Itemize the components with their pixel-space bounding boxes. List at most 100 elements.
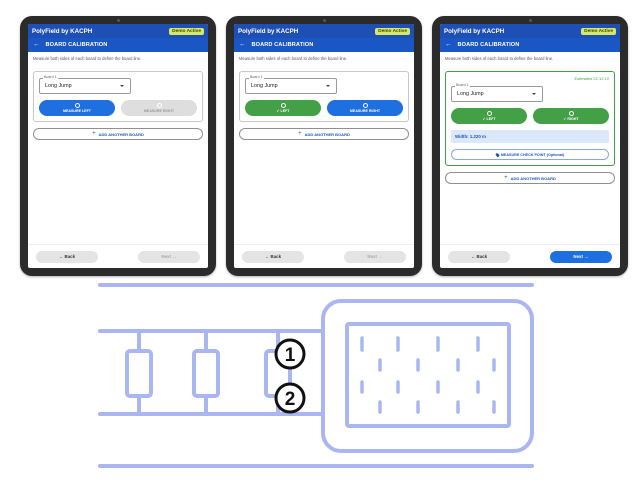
- arrow-left-icon[interactable]: ←: [445, 40, 452, 48]
- board-card: Board 1 Long Jump ✓ LEFT MEASURE RIGHT: [239, 71, 409, 122]
- next-button[interactable]: Next →: [344, 250, 406, 263]
- page-title: BOARD CALIBRATION: [251, 42, 314, 48]
- screen-step-1: PolyField by KACPH Demo Active ← BOARD C…: [28, 24, 208, 268]
- board-select-label: Board 1: [43, 75, 58, 80]
- add-board-button[interactable]: + ADD ANOTHER BOARD: [445, 172, 615, 184]
- marker-2-label: 2: [285, 389, 296, 410]
- add-board-label: ADD ANOTHER BOARD: [510, 175, 556, 181]
- chevron-down-icon: [120, 85, 124, 87]
- measure-row: ✓ LEFT ✓ RIGHT: [451, 108, 609, 124]
- demo-badge: Demo Active: [375, 27, 410, 35]
- check-icon: [280, 103, 286, 108]
- instructions: Measure both sides of each board to defi…: [33, 56, 142, 61]
- screen-step-3: PolyField by KACPH Demo Active ← BOARD C…: [440, 24, 620, 268]
- camera-dot: [322, 19, 326, 22]
- add-board-button[interactable]: + ADD ANOTHER BOARD: [33, 128, 203, 140]
- page-title: BOARD CALIBRATION: [45, 42, 108, 48]
- add-board-button[interactable]: + ADD ANOTHER BOARD: [239, 128, 409, 140]
- measure-right-label: MEASURE RIGHT: [143, 109, 175, 113]
- board-select-value: Long Jump: [457, 91, 484, 97]
- marker-1-label: 1: [285, 345, 296, 366]
- marker-2: 2: [274, 382, 306, 414]
- add-board-label: ADD ANOTHER BOARD: [304, 131, 350, 137]
- back-button[interactable]: ← Back: [242, 250, 304, 263]
- board-card: Board 1 Long Jump MEASURE LEFT MEASURE R…: [33, 71, 203, 122]
- tablet-step-2: PolyField by KACPH Demo Active ← BOARD C…: [226, 16, 422, 276]
- target-icon: [362, 103, 368, 108]
- title-bar: PolyField by KACPH Demo Active: [234, 24, 414, 38]
- takeoff-board-1: [125, 349, 153, 398]
- next-button[interactable]: Next →: [138, 250, 200, 263]
- measure-left-label: ✓ LEFT: [276, 109, 290, 113]
- app-bar: ← BOARD CALIBRATION: [28, 38, 208, 52]
- board-select-value: Long Jump: [251, 83, 278, 89]
- screen-step-2: PolyField by KACPH Demo Active ← BOARD C…: [234, 24, 414, 268]
- add-board-label: ADD ANOTHER BOARD: [98, 131, 144, 137]
- measure-right-button[interactable]: MEASURE RIGHT: [327, 100, 403, 116]
- app-title: PolyField by KACPH: [444, 27, 505, 35]
- measure-row: ✓ LEFT MEASURE RIGHT: [245, 100, 403, 116]
- content: Measure both sides of each board to defi…: [28, 52, 208, 144]
- estimated-time: Estimated 22:12:10: [574, 76, 609, 81]
- location-pin-icon: [494, 152, 500, 157]
- page-title: BOARD CALIBRATION: [457, 42, 520, 48]
- measure-right-button[interactable]: ✓ RIGHT: [533, 108, 609, 124]
- measure-left-label: MEASURE LEFT: [63, 109, 91, 113]
- sand-marks: [360, 336, 496, 414]
- next-button[interactable]: Next →: [550, 250, 612, 263]
- board-select[interactable]: Board 1 Long Jump: [451, 83, 543, 102]
- title-bar: PolyField by KACPH Demo Active: [440, 24, 620, 38]
- arrow-left-icon[interactable]: ←: [239, 40, 246, 48]
- board-card: Estimated 22:12:10 Board 1 Long Jump ✓ L…: [445, 71, 615, 166]
- board-select[interactable]: Board 1 Long Jump: [245, 75, 337, 94]
- back-button[interactable]: ← Back: [36, 250, 98, 263]
- camera-dot: [528, 19, 532, 22]
- tablet-step-3: PolyField by KACPH Demo Active ← BOARD C…: [432, 16, 628, 276]
- chevron-down-icon: [326, 85, 330, 87]
- measure-check-point-button[interactable]: MEASURE CHECK POINT (Optional): [451, 149, 609, 160]
- bottom-nav: ← Back Next →: [440, 244, 620, 268]
- marker-2-circle: [274, 382, 306, 414]
- marker-1-circle: [274, 338, 306, 370]
- measure-left-button[interactable]: ✓ LEFT: [451, 108, 527, 124]
- landing-pit-inner: [345, 322, 511, 428]
- board-select[interactable]: Board 1 Long Jump: [39, 75, 131, 94]
- tablet-step-1: PolyField by KACPH Demo Active ← BOARD C…: [20, 16, 216, 276]
- demo-badge: Demo Active: [169, 27, 204, 35]
- measure-right-button[interactable]: MEASURE RIGHT: [121, 100, 197, 116]
- board-select-label: Board 1: [455, 83, 470, 88]
- instructions: Measure both sides of each board to defi…: [445, 56, 554, 61]
- chevron-down-icon: [532, 93, 536, 95]
- marker-1: 1: [274, 338, 306, 370]
- width-value: Width: 1.220 m: [455, 134, 486, 139]
- plus-icon: +: [504, 175, 508, 181]
- content: Measure both sides of each board to defi…: [234, 52, 414, 144]
- app-bar: ← BOARD CALIBRATION: [440, 38, 620, 52]
- check-point-label: MEASURE CHECK POINT (Optional): [500, 152, 565, 157]
- check-icon: [486, 111, 492, 116]
- demo-badge: Demo Active: [581, 27, 616, 35]
- board-select-value: Long Jump: [45, 83, 72, 89]
- plus-icon: +: [92, 131, 96, 137]
- measure-right-label: MEASURE RIGHT: [349, 109, 381, 113]
- measure-left-button[interactable]: MEASURE LEFT: [39, 100, 115, 116]
- board-select-label: Board 1: [249, 75, 264, 80]
- measure-row: MEASURE LEFT MEASURE RIGHT: [39, 100, 197, 116]
- measure-left-button[interactable]: ✓ LEFT: [245, 100, 321, 116]
- arrow-left-icon[interactable]: ←: [33, 40, 40, 48]
- measure-left-label: ✓ LEFT: [482, 117, 496, 121]
- app-title: PolyField by KACPH: [32, 27, 93, 35]
- back-button[interactable]: ← Back: [448, 250, 510, 263]
- target-icon: [156, 103, 162, 108]
- check-icon: [568, 111, 574, 116]
- app-title: PolyField by KACPH: [238, 27, 299, 35]
- content: Measure both sides of each board to defi…: [440, 52, 620, 188]
- title-bar: PolyField by KACPH Demo Active: [28, 24, 208, 38]
- camera-dot: [116, 19, 120, 22]
- plus-icon: +: [298, 131, 302, 137]
- bottom-nav: ← Back Next →: [28, 244, 208, 268]
- bottom-nav: ← Back Next →: [234, 244, 414, 268]
- width-readout: Width: 1.220 m: [451, 130, 609, 143]
- measure-right-label: ✓ RIGHT: [563, 117, 579, 121]
